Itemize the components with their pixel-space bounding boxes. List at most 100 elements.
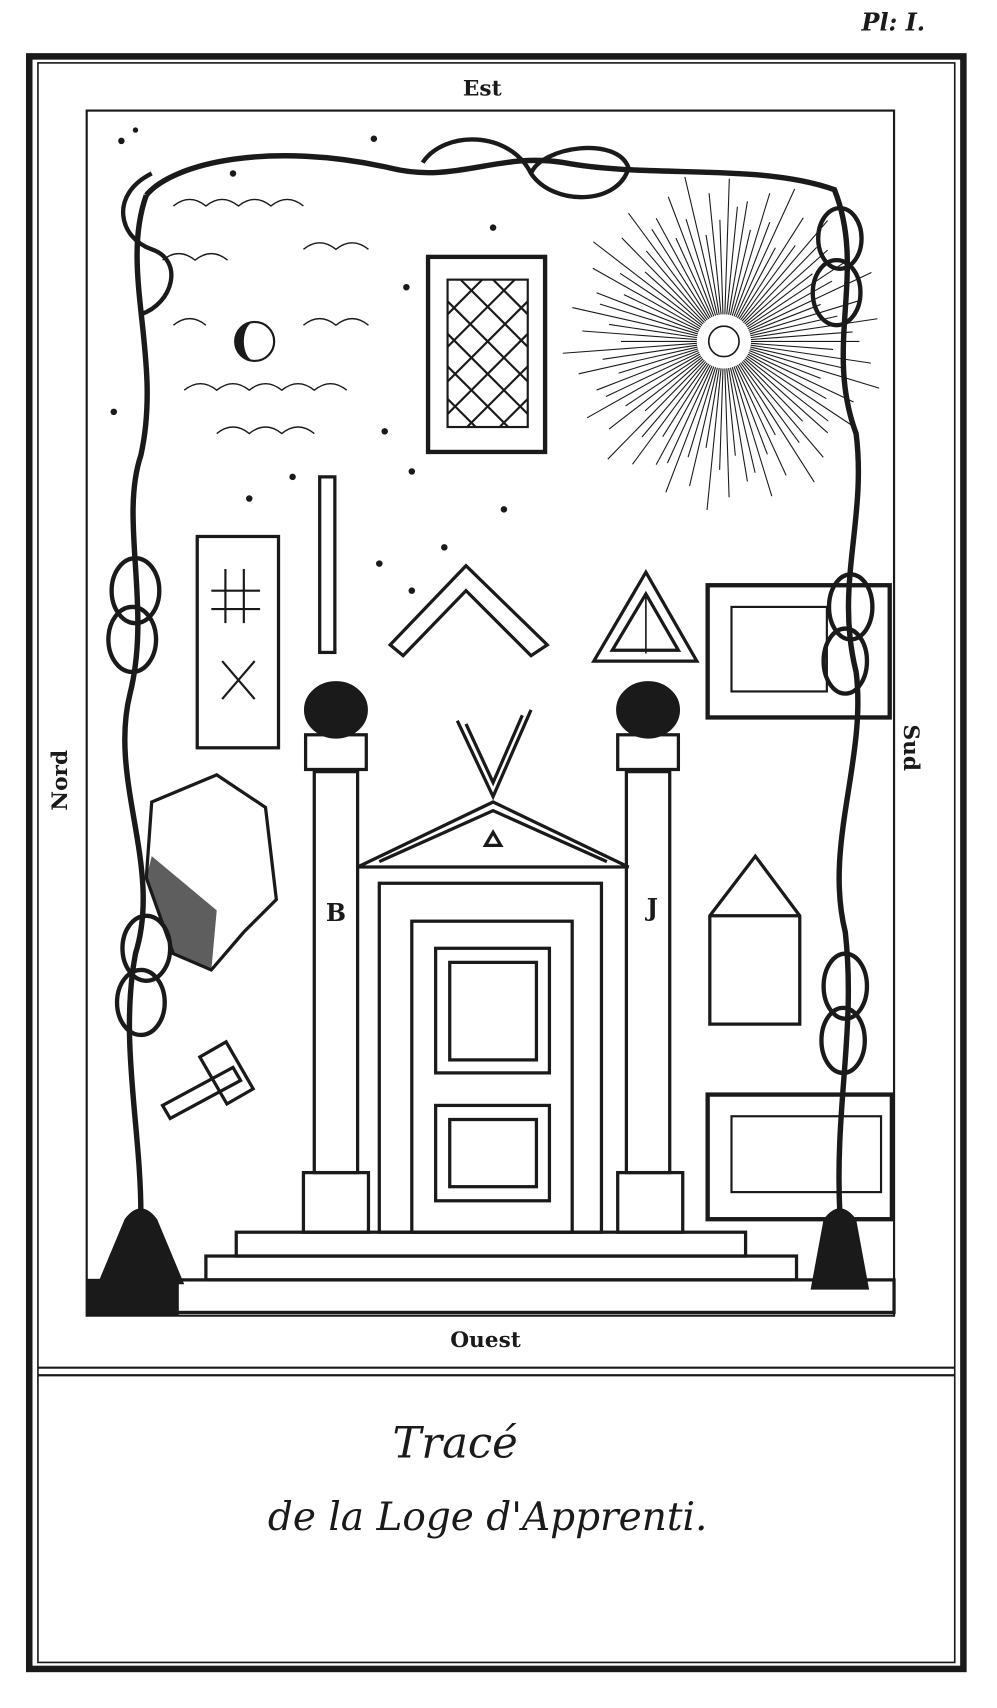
sun-ray	[592, 241, 703, 326]
sun-ray	[708, 193, 722, 315]
sun-ray	[749, 299, 861, 335]
sun-ray	[741, 361, 824, 458]
sun-ray	[651, 228, 710, 320]
sun-ray	[621, 237, 705, 323]
sun-ray	[562, 342, 697, 354]
knotted-rope	[106, 137, 875, 1214]
sun-ray	[705, 234, 720, 315]
sun-ray	[596, 292, 699, 333]
compass-dividers-icon	[455, 709, 533, 801]
sun-ray	[750, 344, 872, 364]
sun-ray	[741, 220, 829, 322]
temple-doorway	[356, 800, 630, 1234]
sun-ray	[608, 356, 703, 430]
sun-ray	[685, 218, 717, 316]
sun-ray	[655, 364, 711, 465]
rough-stone-shadow	[146, 856, 217, 970]
picture-frame	[85, 109, 896, 1317]
outer-border	[26, 53, 967, 1673]
sun-ray	[726, 368, 736, 456]
sun-ray	[729, 367, 756, 473]
sun-ray	[743, 359, 804, 422]
sun-ray	[619, 272, 702, 328]
floor-shadow	[86, 1278, 179, 1316]
label-north: Nord	[48, 750, 73, 811]
sun-ray	[684, 176, 718, 316]
tracing-board-icon	[425, 254, 548, 455]
square-icon	[387, 563, 550, 658]
pillar-letter-j: J	[645, 894, 658, 922]
sun-ray	[572, 307, 698, 337]
sun-ray	[645, 250, 707, 322]
sun-ray	[719, 219, 724, 315]
sun-ray	[625, 355, 702, 407]
sun-ray	[618, 348, 699, 374]
sun-ray	[735, 188, 796, 318]
sun-ray	[736, 364, 776, 436]
sun-ray	[749, 303, 821, 333]
sun-ray	[582, 330, 697, 341]
sun-ray	[735, 365, 787, 476]
sun-ray	[750, 318, 878, 339]
sun-ray	[623, 294, 700, 331]
sun-ray	[706, 368, 722, 511]
sun-ray	[731, 192, 771, 316]
temple-steps	[171, 1230, 896, 1315]
sun-ray	[586, 353, 701, 419]
sun-ray	[745, 273, 813, 326]
sun-ray	[667, 196, 715, 317]
sun-ray	[749, 348, 880, 389]
pillar-jachin	[616, 681, 685, 1234]
sun-ray	[733, 366, 768, 455]
pillar-boaz	[301, 681, 371, 1234]
sun-ray	[736, 247, 776, 319]
trestle-board-icon	[195, 534, 281, 750]
sun-ray	[738, 363, 815, 483]
sun-ray	[729, 229, 751, 316]
label-west: Ouest	[450, 1328, 521, 1353]
rule-icon	[318, 475, 337, 655]
inner-border	[37, 62, 956, 1664]
sun-ray	[748, 271, 872, 331]
sun-ray	[746, 355, 856, 429]
pillar-letter-b: B	[326, 899, 346, 927]
sun-ray	[746, 258, 851, 328]
sun-ray	[719, 368, 724, 470]
label-south: Sud	[898, 725, 923, 772]
sun-ray	[578, 346, 698, 375]
sun-ray	[592, 267, 701, 330]
sun-ray	[744, 249, 829, 325]
clouds	[162, 198, 369, 435]
sun-ray	[665, 366, 715, 493]
mallet-icon	[160, 1039, 256, 1121]
sun-ray	[605, 351, 700, 397]
level-icon	[591, 568, 700, 663]
stars	[110, 127, 508, 594]
sun-ray	[689, 367, 718, 487]
sun-ray	[740, 362, 800, 444]
sun-ray	[662, 363, 710, 437]
sun-ray	[602, 344, 698, 360]
caption-title: Tracé	[392, 1419, 517, 1469]
sun-ray	[750, 342, 834, 350]
sun-ray	[724, 178, 730, 315]
sun-ray	[641, 361, 707, 438]
sun-ray	[733, 222, 771, 317]
sun-ray	[748, 351, 854, 403]
tassel-icon	[97, 1208, 870, 1290]
sun-ray	[599, 303, 699, 335]
sun-ray	[747, 280, 833, 330]
window-icon	[705, 583, 895, 1222]
moon-shadow	[235, 321, 255, 361]
sun-ray	[655, 217, 711, 319]
sun-ray	[724, 368, 730, 498]
caption-subtitle: de la Loge d'Apprenti.	[268, 1495, 708, 1540]
sun-ray	[596, 350, 699, 391]
sun-ray	[731, 367, 773, 497]
sun-ray	[607, 359, 705, 460]
sun-ray	[644, 358, 704, 412]
cubic-stone-icon	[708, 853, 802, 1026]
plate-number: Pl: I.	[861, 8, 926, 36]
sun-ray	[728, 201, 748, 315]
